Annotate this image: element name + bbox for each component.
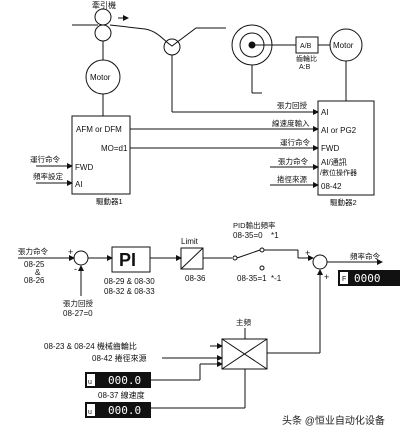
freq-display-value: 0000 [354, 272, 381, 285]
pi-param-line2: 08-32 & 08-33 [104, 287, 155, 296]
motor-right-label: Motor [333, 41, 354, 50]
plus-sign-1: + [68, 247, 73, 257]
drive2-line-speed-label: 線速度輸入 [272, 118, 310, 128]
reel-src-display [85, 372, 151, 388]
material-path [72, 24, 226, 47]
drive2-tension-fb-label: 張力回授 [277, 100, 307, 110]
mech-gear-label: 08-23 & 08-24 機械齒輪比 [44, 341, 137, 351]
pid-out-freq-label: PID輸出頻率 [233, 220, 276, 230]
drive2-tension-cmd-label: 張力命令 [278, 156, 308, 166]
plus-sign-2: + [305, 248, 310, 258]
input-freq-setting: 頻率設定 [33, 171, 63, 181]
tension-fb-label: 張力回授 [63, 298, 93, 308]
reel-src-display-value: 000.0 [108, 374, 141, 387]
ab-box-label: A/B [300, 43, 312, 50]
freq-display [338, 270, 400, 286]
drive2-ai-pg2-label: AI or PG2 [321, 126, 357, 135]
watermark: 头条 @恒业自动化设备 [282, 414, 385, 427]
pi-param-line1: 08-29 & 08-30 [104, 277, 155, 286]
drive2-keypad-label: /數位操作器 [320, 168, 357, 177]
freq-display-tag: F [342, 276, 346, 283]
top-diagram [36, 8, 375, 196]
gear-ratio-ab: A:B [299, 64, 311, 71]
mult-plus1-label: *1 [271, 231, 279, 240]
line-speed-label: 08-37 線速度 [98, 390, 145, 400]
traction-roller-top [94, 8, 112, 26]
drive2-reel-src-label: 捲徑來源 [277, 174, 307, 184]
bottom-labels: 張力命令 08-25 & 08-26 + - 張力回授 08-27=0 PI 0… [18, 220, 380, 400]
drive1-mo-label: MO=d1 [101, 144, 128, 153]
p0825-label: 08-25 [24, 260, 45, 269]
drive2-fwd-label: FWD [321, 144, 339, 153]
minus-sign-1: - [74, 264, 77, 274]
drive2-ai-keypad-label: AI/通訊 [321, 157, 347, 167]
limit-label: Limit [181, 237, 199, 246]
displays: F 0000 u 000.0 u 000.0 [85, 270, 400, 418]
summing-junction-2 [312, 254, 328, 270]
gear-ratio-label: 齒輪比 [296, 54, 317, 63]
amp-label: & [35, 268, 41, 277]
master-freq-label: 主頻 [236, 317, 251, 327]
mult-minus1-label: *-1 [271, 274, 282, 283]
line-speed-display-tag: u [88, 409, 92, 416]
drive1-afm-label: AFM or DFM [76, 125, 122, 134]
drive1-name: 驅動器1 [96, 197, 123, 206]
plus-sign-3: + [324, 272, 329, 282]
p0827-label: 08-27=0 [63, 309, 93, 318]
line-speed-display-value: 000.0 [108, 404, 141, 417]
drive2-0842-label: 08-42 [321, 182, 342, 191]
drive2-run-cmd-label: 運行命令 [280, 137, 310, 147]
traction-roller-bottom [94, 24, 112, 42]
dancer-pulley [163, 38, 181, 56]
summing-junction-1 [73, 250, 89, 266]
pi-block [111, 246, 151, 273]
top-labels: 牽引機 Motor Motor A/B 齒輪比 A:B AFM or DFM M… [30, 0, 357, 207]
motor-left-label: Motor [90, 73, 111, 82]
drive1-ai-label: AI [75, 180, 83, 189]
drive1-fwd-label: FWD [75, 163, 93, 172]
freq-cmd-label: 頻率命令 [350, 251, 380, 261]
tension-cmd-label: 張力命令 [18, 246, 48, 256]
reel-src-label: 08-42 捲徑來源 [92, 353, 147, 363]
drive-1-box [71, 115, 131, 195]
input-run-cmd: 運行命令 [30, 154, 60, 164]
reel-src-display-tag: u [88, 379, 92, 386]
p0835-1-label: 08-35=1 [237, 274, 267, 283]
drive2-name: 驅動器2 [330, 198, 357, 207]
line-speed-display [85, 402, 151, 418]
p0835-0-label: 08-35=0 [233, 231, 263, 240]
drive2-ai-label: AI [321, 108, 329, 117]
p0826-label: 08-26 [24, 276, 45, 285]
p0836-label: 08-36 [185, 274, 206, 283]
traction-machine-label: 牽引機 [92, 0, 116, 10]
pi-label: PI [119, 250, 136, 270]
